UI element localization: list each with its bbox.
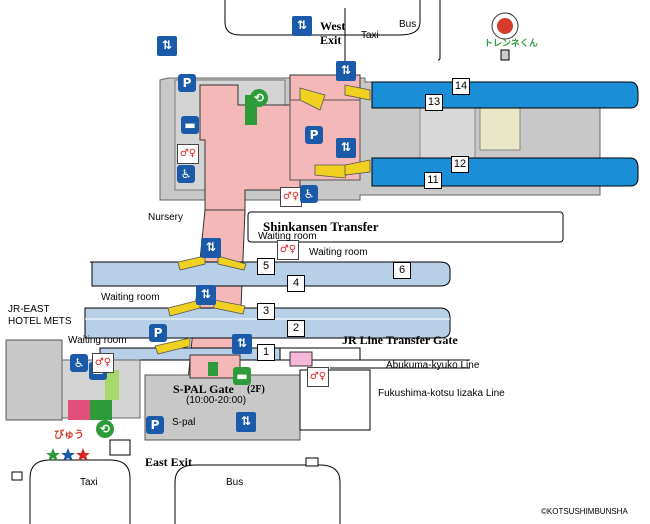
elevator-icon: ⇅	[336, 138, 356, 158]
elevator-icon: ⇅	[292, 16, 312, 36]
elevator-icon: ⇅	[157, 36, 177, 56]
elevator-icon: ⇅	[236, 412, 256, 432]
platform-number-11: 11	[424, 172, 442, 189]
waiting-room-label-4: Waiting room	[68, 335, 127, 346]
platform-number-5: 5	[257, 258, 275, 275]
bus-bottom-label: Bus	[226, 477, 244, 488]
parking-icon: P	[305, 126, 323, 144]
ticket-icon: ▬	[181, 116, 199, 134]
star-icons	[46, 448, 90, 461]
waiting-room-label-3: Waiting room	[101, 292, 160, 303]
elevator-icon: ⇅	[232, 334, 252, 354]
hotel-label-2: HOTEL METS	[8, 316, 72, 327]
green-window-icon: ⟲	[96, 420, 114, 438]
platform-number-13: 13	[425, 94, 443, 111]
waiting-room-label-2: Waiting room	[309, 247, 368, 258]
platform-number-12: 12	[451, 156, 469, 173]
mascot-label: トレンネくん	[484, 39, 538, 49]
wheelchair-icon: ♿	[177, 165, 195, 183]
restroom-icon: ♂♀	[280, 187, 302, 207]
elevator-icon: ⇅	[336, 61, 356, 81]
shinkansen-transfer-label: Shinkansen Transfer	[263, 219, 379, 234]
spal-label: S-pal	[172, 417, 196, 428]
restroom-icon: ♂♀	[177, 144, 199, 164]
wheelchair-icon: ♿	[300, 185, 318, 203]
viewre-label: びゅう	[54, 430, 84, 441]
platform-number-4: 4	[287, 275, 305, 292]
platform-number-3: 3	[257, 303, 275, 320]
taxi-bottom-label: Taxi	[80, 477, 98, 488]
parking-icon: P	[149, 324, 167, 342]
restroom-icon: ♂♀	[277, 240, 299, 260]
platform-number-2: 2	[287, 320, 305, 337]
east-exit-label: East Exit	[145, 455, 193, 469]
jr-line-transfer-gate-label: JR Line Transfer Gate	[342, 333, 458, 347]
platform-number-6: 6	[393, 262, 411, 279]
elevator-icon: ⇅	[196, 285, 216, 305]
bus-top-label: Bus	[399, 19, 417, 30]
hotel-label: JR-EAST	[8, 304, 50, 315]
green-window-icon: ⟲	[250, 89, 268, 107]
platform-number-1: 1	[257, 344, 275, 361]
east-taxi-road	[29, 459, 131, 524]
parking-icon: P	[146, 416, 164, 434]
stairs	[154, 84, 371, 355]
elevator-icon: ⇅	[201, 238, 221, 258]
restroom-icon: ♂♀	[307, 367, 329, 387]
waiting-room-label-1: Waiting room	[258, 231, 317, 242]
spal-hours-label: (10:00-20:00)	[186, 395, 247, 406]
parking-icon: P	[178, 74, 196, 92]
east-bus-road	[174, 464, 341, 524]
fukushima-line-label: Fukushima-kotsu Iizaka Line	[378, 388, 505, 399]
platform-number-14: 14	[452, 78, 470, 95]
platform-13-14	[371, 81, 639, 109]
platform-11-12	[371, 157, 639, 187]
ticket-icon: ▬	[233, 367, 251, 385]
west-bus-lane	[437, 0, 441, 61]
jr-east-hotel	[5, 339, 63, 421]
nursery-label: Nursery	[148, 212, 184, 223]
west-road	[224, 0, 421, 36]
west-taxi-lane	[344, 8, 351, 66]
abukuma-line-label: Abukuma-kyuko Line	[386, 360, 480, 371]
spal-gate-label: S-PAL Gate	[173, 382, 234, 396]
taxi-top-label: Taxi	[361, 30, 379, 41]
west-exit-label: West	[320, 19, 346, 33]
platform-3-2	[84, 307, 451, 339]
restroom-icon: ♂♀	[92, 353, 114, 373]
copyright-label: ©KOTSUSHIMBUNSHA	[541, 507, 628, 516]
west-exit-label-2: Exit	[320, 33, 342, 47]
spal-gate-floor-label: (2F)	[247, 384, 265, 395]
wheelchair-icon: ♿	[70, 354, 88, 372]
